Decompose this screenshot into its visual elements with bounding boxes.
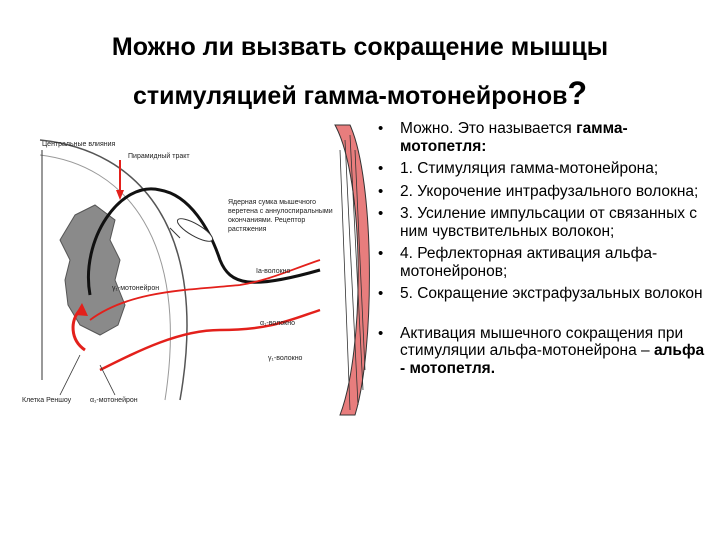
label-ia: Iа-волокно — [256, 268, 291, 275]
label-spindle-2: веретена с аннулоспиральными — [228, 208, 333, 215]
label-renshaw: Клетка Реншоу — [22, 397, 72, 404]
bullet-1: Можно. Это называется гамма-мотопетля: — [372, 120, 712, 155]
title-line-2: стимуляцией гамма-мотонейронов? — [0, 70, 720, 119]
alpha-mn-line — [99, 364, 116, 396]
bullet-4: 3. Усиление импульсации от связанных с н… — [372, 205, 712, 240]
pyramidal-arrow — [116, 190, 124, 200]
ia-fiber — [87, 187, 321, 296]
title-line-2-text: стимуляцией гамма-мотонейронов — [132, 82, 568, 110]
gray-matter-horn — [59, 204, 126, 336]
bullet-2: 1. Стимуляция гамма-мотонейрона; — [372, 160, 712, 178]
bullet-3: 2. Укорочение интрафузального волокна; — [372, 183, 712, 201]
title-question-mark: ? — [567, 75, 588, 111]
label-spindle-4: растяжения — [228, 226, 267, 233]
bullet-1-bold: гамма-мотопетля: — [400, 120, 628, 155]
renshaw-line — [59, 354, 81, 396]
label-alpha-mn: α₁-мотонейрон — [90, 396, 138, 404]
gamma-fiber — [89, 259, 321, 321]
slide-title: Можно ли вызвать сокращение мышцы стимул… — [0, 24, 720, 119]
muscle — [334, 124, 370, 416]
bullet-7: Активация мышечного сокращения при стиму… — [372, 325, 712, 378]
alpha-fiber — [99, 308, 321, 372]
label-alpha-fiber: α₁-волокно — [260, 320, 295, 327]
bullet-7-text: Активация мышечного сокращения при стиму… — [400, 324, 684, 360]
bullet-6: 5. Сокращение экстрафузальных волокон — [372, 285, 712, 303]
spinal-cord-outline — [39, 139, 188, 401]
label-pyramidal: Пирамидный тракт — [128, 152, 190, 160]
spinal-cord-outline-inner — [39, 154, 171, 401]
bullet-5: 4. Рефлекторная активация альфа-мотонейр… — [372, 245, 712, 280]
muscle-spindle — [176, 218, 214, 242]
muscle-stripes — [339, 134, 366, 411]
title-line-1: Можно ли вызвать сокращение мышцы — [111, 33, 609, 61]
label-gamma-mn: γ₁-мотонейрон — [112, 284, 159, 292]
label-central: Центральные влияния — [42, 141, 116, 148]
bullet-7-bold: альфа - мотопетля. — [400, 342, 705, 377]
label-spindle-1: Ядерная сумка мышечного — [228, 199, 316, 206]
bullet-list: Можно. Это называется гамма-мотопетля: 1… — [372, 120, 712, 382]
bullet-1-text: Можно. Это называется — [400, 120, 572, 137]
label-spindle-3: окончаниями. Рецептор — [228, 217, 305, 224]
label-gamma-fiber: γ₁-волокно — [268, 355, 303, 362]
spindle-arrow — [169, 227, 181, 239]
gamma-loop-diagram: Центральные влияния Пирамидный тракт Яде… — [22, 124, 370, 416]
feedback-arrow — [75, 303, 88, 316]
